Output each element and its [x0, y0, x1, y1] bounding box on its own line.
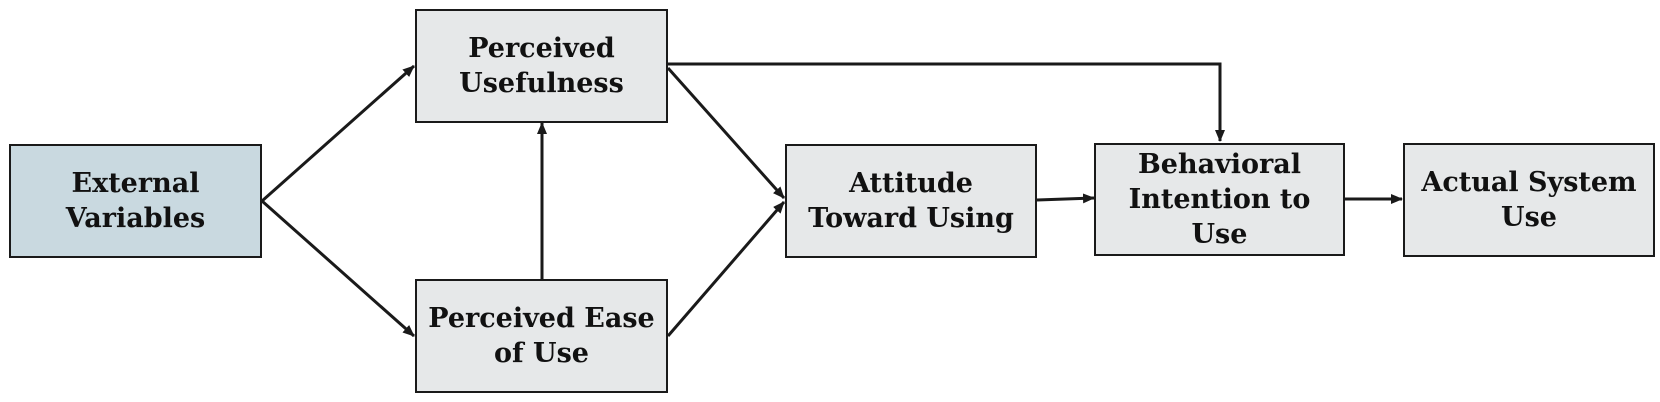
external-variables-label: External Variables — [65, 168, 206, 234]
behavioral-intention-box: Behavioral Intention to Use — [1094, 143, 1345, 256]
perceived-ease-of-use-label: Perceived Ease of Use — [428, 303, 655, 369]
edge-external-to-ease-of-use — [261, 199, 415, 338]
external-variables-box: External Variables — [9, 144, 262, 258]
attitude-toward-using-label: Attitude Toward Using — [808, 168, 1014, 234]
edge-usefulness-to-attitude — [666, 67, 786, 199]
actual-system-use-box: Actual System Use — [1403, 143, 1655, 257]
edge-attitude-to-intention — [1036, 193, 1095, 204]
perceived-ease-of-use-box: Perceived Ease of Use — [415, 279, 668, 393]
perceived-usefulness-box: Perceived Usefulness — [415, 9, 668, 123]
attitude-toward-using-box: Attitude Toward Using — [785, 144, 1037, 258]
behavioral-intention-label: Behavioral Intention to Use — [1128, 149, 1311, 250]
perceived-usefulness-label: Perceived Usefulness — [459, 33, 624, 99]
edge-ease-to-attitude — [666, 201, 786, 337]
edge-usefulness-to-intention — [668, 62, 1225, 142]
actual-system-use-label: Actual System Use — [1421, 167, 1637, 233]
edge-external-to-usefulness — [261, 64, 415, 203]
